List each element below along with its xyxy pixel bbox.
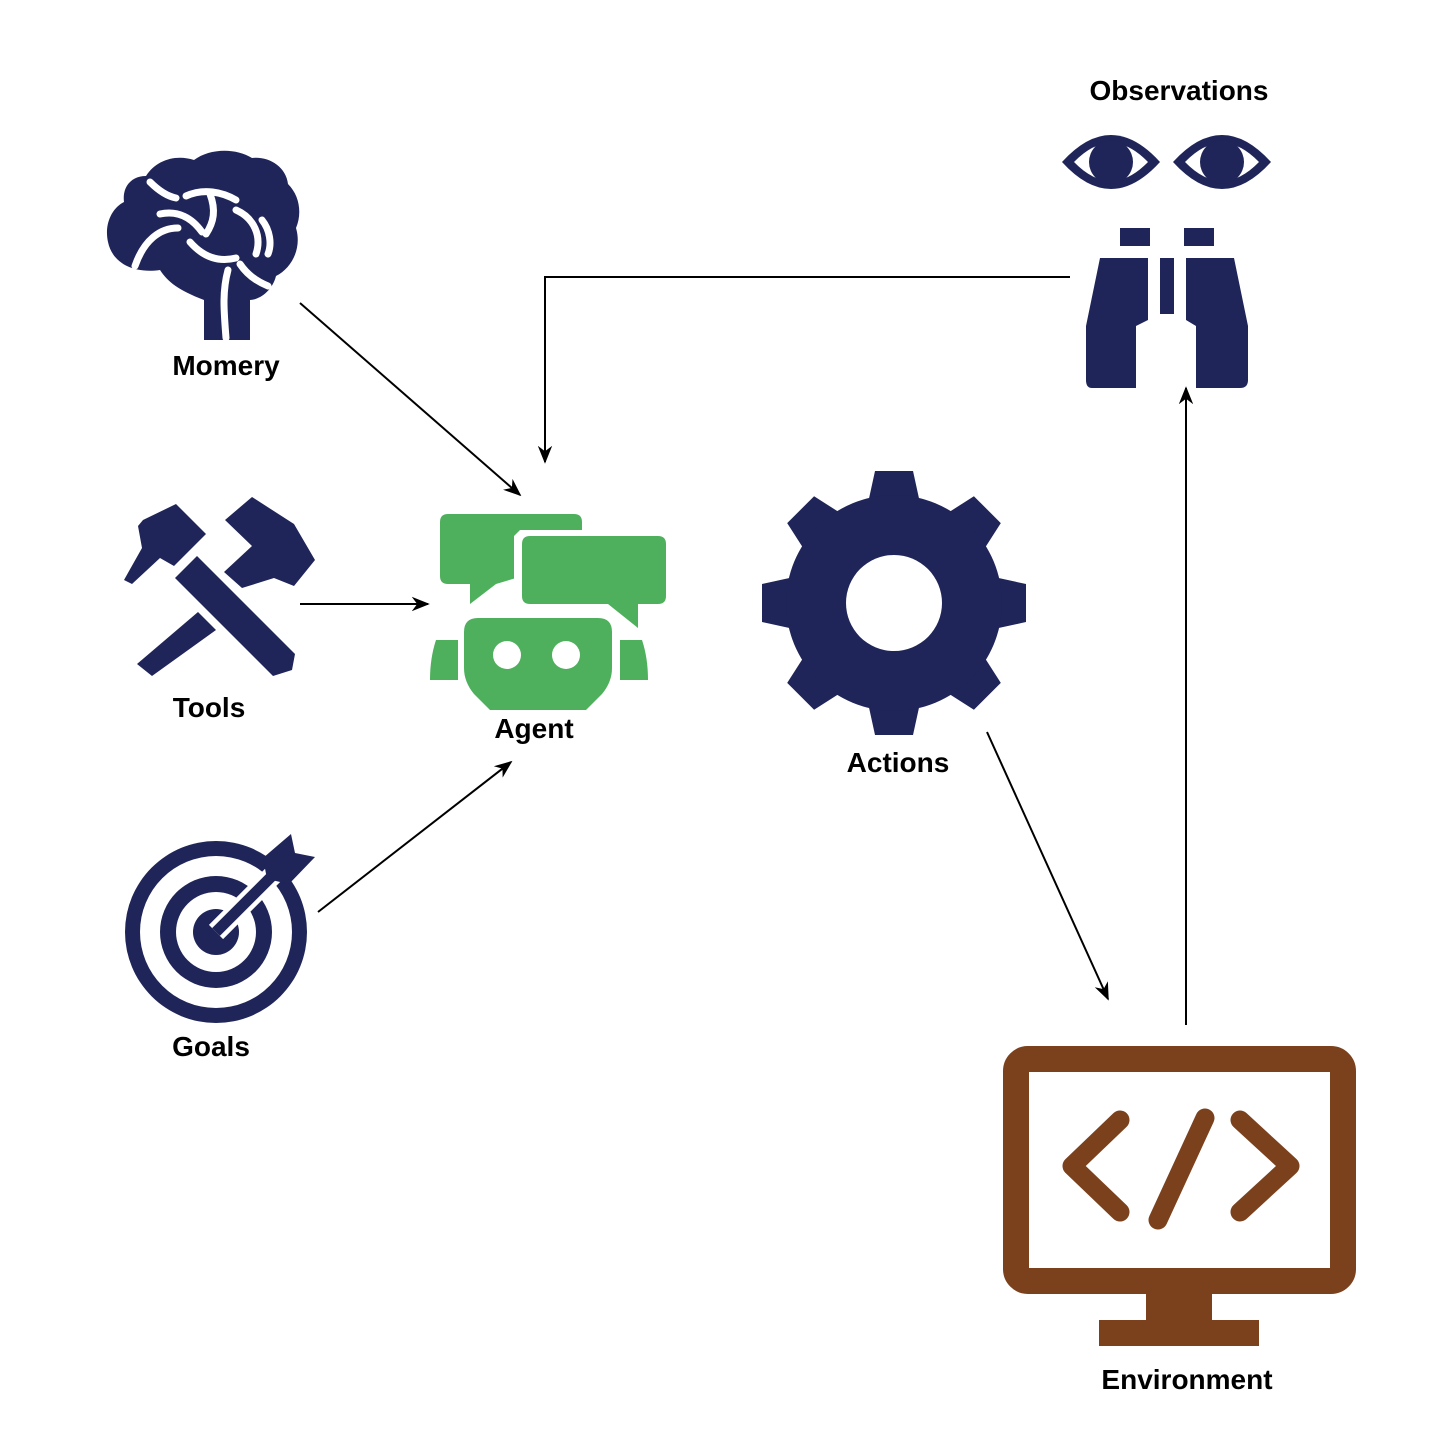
edge-actions-to-environment xyxy=(986,731,1109,1001)
gear-tooth xyxy=(787,655,842,710)
gear-tooth xyxy=(787,496,842,551)
hammers-icon xyxy=(124,497,315,676)
observations-label: Observations xyxy=(1089,75,1269,106)
gear-tooth xyxy=(946,496,1001,551)
gear-tooth xyxy=(994,577,1026,629)
edges xyxy=(299,276,1194,1025)
eyes-binoculars-icon xyxy=(1062,135,1271,388)
gear-tooth xyxy=(868,471,920,503)
eye-icon-right xyxy=(1173,135,1271,189)
edge-observations-to-agent xyxy=(537,276,1070,464)
brain-icon xyxy=(106,150,300,342)
actions-label: Actions xyxy=(846,747,950,778)
tools-label: Tools xyxy=(172,692,246,723)
memory-label: Momery xyxy=(172,350,280,381)
binoculars-icon xyxy=(1086,228,1248,388)
code-monitor-icon xyxy=(1003,1046,1356,1346)
edge-goals-to-agent xyxy=(317,760,513,913)
target-icon xyxy=(125,834,315,1023)
gear-tooth xyxy=(762,577,794,629)
gear-tooth xyxy=(946,655,1001,710)
gear-icon xyxy=(762,471,1026,735)
robot-chat-icon xyxy=(430,514,668,710)
gear-tooth xyxy=(868,703,920,735)
agent-label: Agent xyxy=(494,713,574,744)
eye-icon-left xyxy=(1062,135,1160,189)
goals-label: Goals xyxy=(172,1031,250,1062)
edge-memory-to-agent xyxy=(299,302,522,497)
environment-label: Environment xyxy=(1101,1364,1273,1395)
